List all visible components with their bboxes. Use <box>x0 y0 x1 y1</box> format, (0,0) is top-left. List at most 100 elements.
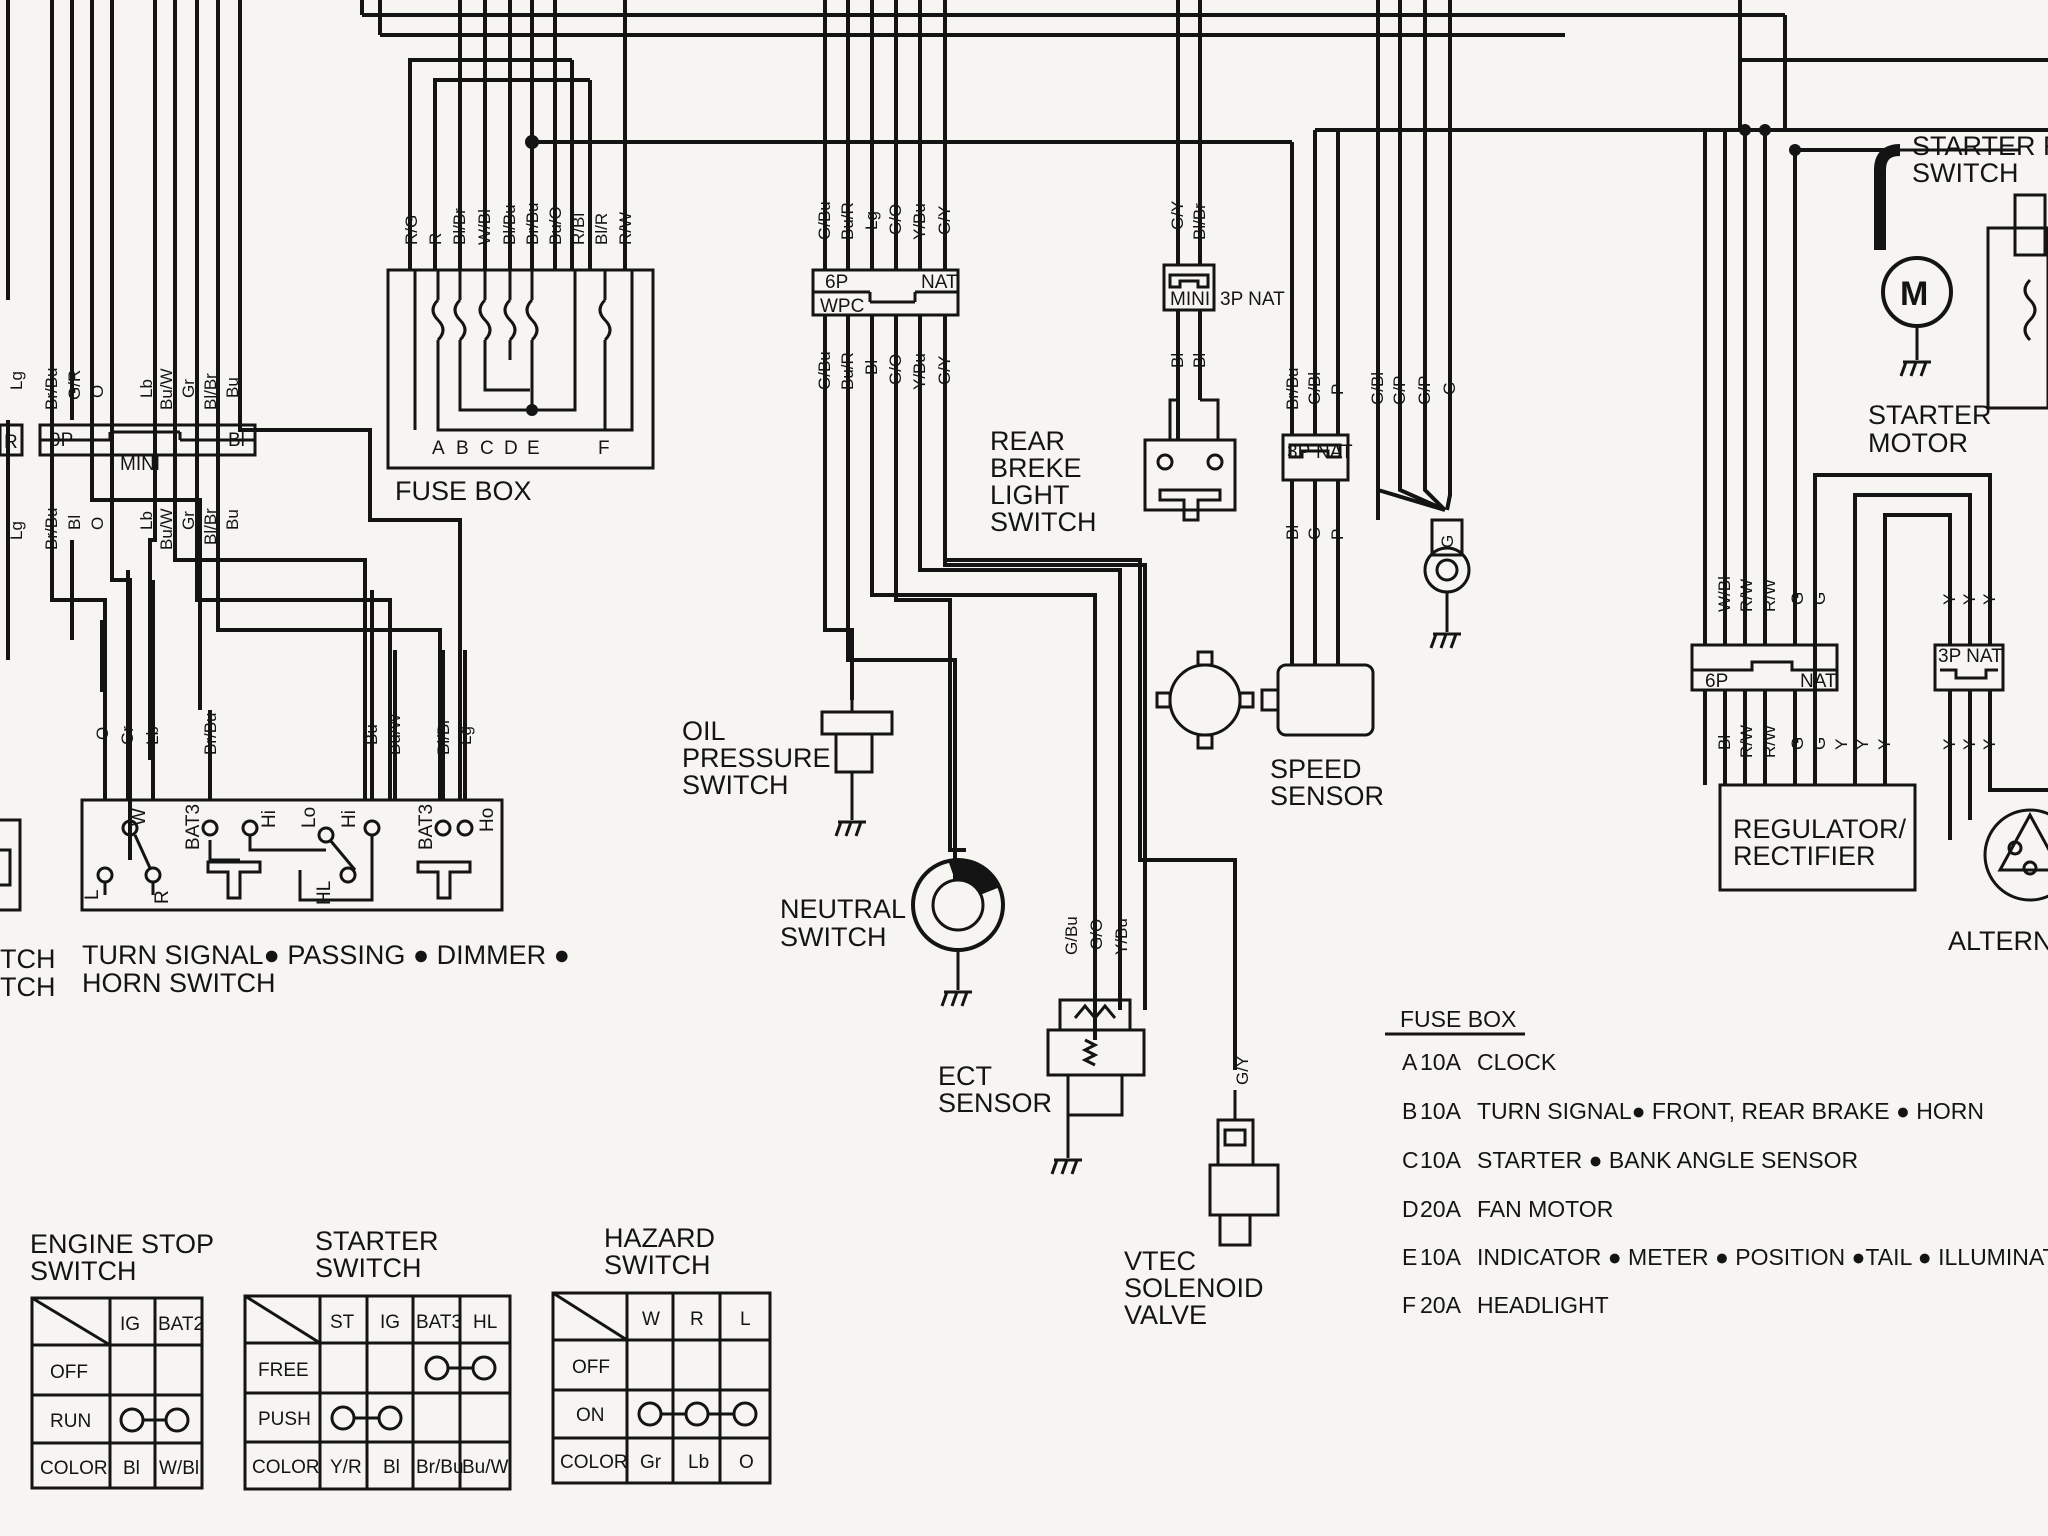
alternator-label: ALTERNA <box>1948 926 2048 956</box>
table-row-label: ON <box>576 1405 605 1426</box>
turn-switch-top-labels: O Gr Lb Br/Bu Bu Bu/W Bl/Br Lg <box>93 712 475 755</box>
engine-stop-switch-table: ENGINE STOP SWITCH IG BAT2 OFF RUN COLOR… <box>30 1229 214 1490</box>
wire-label: G <box>1305 527 1324 540</box>
connector-label: WPC <box>820 296 864 317</box>
fuse-legend-row: E 10A INDICATOR ● METER ● POSITION ●TAIL… <box>1402 1244 2048 1270</box>
fuse-box <box>386 268 655 470</box>
rear-brake-label: REAR <box>990 426 1065 456</box>
table-header: L <box>740 1309 751 1330</box>
table-row-label: FREE <box>258 1360 309 1381</box>
wire-label: Bl <box>1283 525 1302 540</box>
fuse-legend-row: B 10A TURN SIGNAL● FRONT, REAR BRAKE ● H… <box>1402 1098 1984 1124</box>
wire-label: Br/Bu <box>42 507 61 550</box>
speed-sensor-label: SENSOR <box>1270 781 1384 811</box>
nine-p-mini-connector: 9P MINI Bl R <box>0 423 257 475</box>
wire-label: G <box>1440 382 1459 395</box>
wire-label: Bl/R <box>592 213 611 245</box>
table-color: Y/R <box>330 1457 362 1478</box>
turn-switch-pin-labels: BAT3 Hi Lo Hi BAT3 Ho L R W HL <box>82 804 498 905</box>
neutral-label: SWITCH <box>780 922 886 952</box>
wire-label: Y <box>1960 739 1979 750</box>
alternator: ALTERNA <box>1948 808 2048 956</box>
wire-label: R <box>426 233 445 245</box>
table-color-label: COLOR <box>560 1452 628 1473</box>
table-header: ST <box>330 1312 355 1333</box>
wire-label: G <box>1788 592 1807 605</box>
fuse-id: E <box>1402 1244 1417 1270</box>
wire-label: Bu <box>223 509 242 530</box>
wire-label: R/W <box>1760 725 1779 758</box>
vtec-label: VTEC <box>1124 1246 1196 1276</box>
neutral-switch: NEUTRAL SWITCH <box>780 858 1005 1007</box>
fuse-letters: A B C D E F <box>432 438 610 459</box>
table-header: IG <box>380 1312 400 1333</box>
motor-m-icon: M <box>1900 275 1928 313</box>
wire-label: R/W <box>1737 725 1756 758</box>
wire-label: Lg <box>862 211 881 230</box>
wire-label: G/P <box>1415 376 1434 405</box>
table-header: IG <box>120 1314 140 1335</box>
fuse-desc: HEADLIGHT <box>1477 1292 1609 1318</box>
wire-label: Y/Bu <box>910 353 929 390</box>
connector-label: 9P <box>50 430 73 451</box>
fuse-amp: 10A <box>1420 1147 1462 1173</box>
table-color: Bl <box>123 1458 140 1479</box>
wire-label: G <box>1810 737 1829 750</box>
speed-sensor-wires <box>1290 0 1380 665</box>
wire-label: Br/Bu <box>523 202 542 245</box>
table-header: BAT3 <box>416 1312 462 1333</box>
wire-label: G <box>1438 535 1457 548</box>
table-color-label: COLOR <box>252 1457 320 1478</box>
brake-switch-wires <box>1176 0 1202 440</box>
wire-label: Y <box>1960 594 1979 605</box>
wire-label: G/Bu <box>815 201 834 240</box>
oil-label: PRESSURE <box>682 743 831 773</box>
wire-label: R/G <box>402 215 421 245</box>
wire-label: Bl <box>862 360 881 375</box>
connector-label: 3P <box>1287 442 1310 463</box>
table-title: STARTER <box>315 1226 439 1256</box>
fuse-id: C <box>1402 1147 1419 1173</box>
wire-label: G/Bl <box>1305 372 1324 405</box>
fuse-id: D <box>1402 1196 1419 1222</box>
oil-label: SWITCH <box>682 770 788 800</box>
table-title: ENGINE STOP <box>30 1229 214 1259</box>
turn-signal-label: TURN SIGNAL● PASSING ● DIMMER ● <box>82 940 570 970</box>
wire-label: Y/Bu <box>910 203 929 240</box>
wire-label: Lg <box>7 521 26 540</box>
fuse-legend-row: A 10A CLOCK <box>1402 1049 1557 1075</box>
fuse-letter: B <box>456 438 469 459</box>
ect-label: ECT <box>938 1061 992 1091</box>
table-color-label: COLOR <box>40 1458 108 1479</box>
pin-label: BAT3 <box>416 804 437 850</box>
fuse-legend-row: D 20A FAN MOTOR <box>1402 1196 1613 1222</box>
table-color: O <box>739 1452 754 1473</box>
rear-brake-label: SWITCH <box>990 507 1096 537</box>
pin-label: Ho <box>477 808 498 832</box>
rear-brake-label: LIGHT <box>990 480 1070 510</box>
wire-label: R/W <box>616 212 635 245</box>
wire-label: Y <box>1832 739 1851 750</box>
wire-label: Bl/Bu <box>500 204 519 245</box>
table-row-label: RUN <box>50 1411 91 1432</box>
oil-pressure-switch: OIL PRESSURE SWITCH <box>682 700 894 837</box>
fuse-legend-row: F 20A HEADLIGHT <box>1402 1292 1609 1318</box>
regulator-label: REGULATOR/ <box>1733 814 1907 844</box>
connector-label: R <box>4 432 18 453</box>
pin-label: R <box>152 890 173 904</box>
fuse-desc: STARTER ● BANK ANGLE SENSOR <box>1477 1147 1858 1173</box>
wire-label: Br/Bu <box>201 712 220 755</box>
ect-label: SENSOR <box>938 1088 1052 1118</box>
wire-label: Y <box>1980 739 1999 750</box>
wire-label: Bu <box>362 724 381 745</box>
starter-motor-label: STARTER <box>1868 400 1992 430</box>
right-six-p-nat-connector: 6P NAT <box>1690 643 1839 692</box>
wire-label: Lb <box>137 379 156 398</box>
left-lower-wire-labels: Lg Br/Bu Bl O Lb Bu/W Gr Bl/Br Bu <box>7 507 242 550</box>
wire-label: G/O <box>1087 919 1106 950</box>
vtec-label: SOLENOID <box>1124 1273 1264 1303</box>
table-row-label: OFF <box>572 1357 610 1378</box>
rear-brake-label: BREKE <box>990 453 1082 483</box>
table-color: Bu/W <box>462 1457 509 1478</box>
ground-wire-labels: G/Bl G/P G/P G <box>1368 372 1459 405</box>
